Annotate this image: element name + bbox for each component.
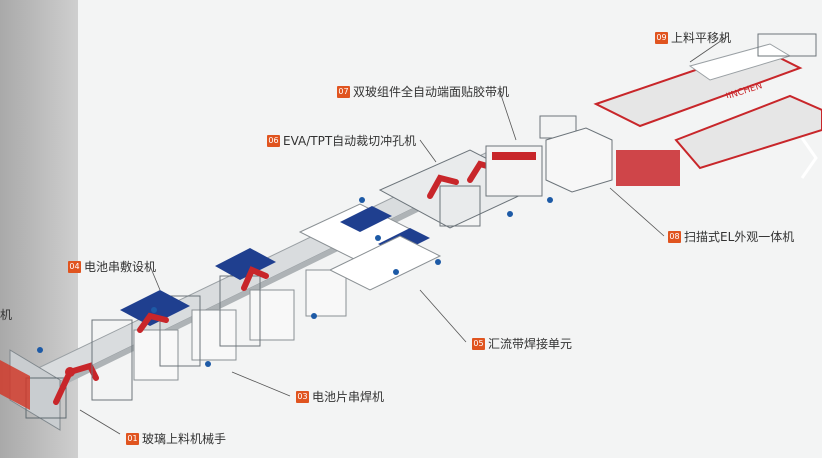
label-04-text: 电池串敷设机	[84, 260, 157, 274]
label-03-text: 电池片串焊机	[312, 390, 385, 404]
el-scanner-machine	[545, 127, 680, 193]
leader-04	[149, 265, 161, 291]
leader-01	[79, 409, 121, 435]
label-05-text: 汇流带焊接单元	[488, 337, 573, 351]
label-08-number: 08	[668, 230, 681, 243]
workers	[37, 197, 553, 367]
leader-lines	[79, 35, 729, 435]
loading-transfer-machine	[593, 33, 822, 170]
edge-taping-machine	[485, 115, 577, 197]
label-09-text: 上料平移机	[671, 31, 732, 45]
label-03-number: 03	[296, 390, 309, 403]
leader-09	[689, 35, 729, 63]
svg-text:JINCHEN: JINCHEN	[724, 81, 764, 98]
label-05-number: 05	[472, 337, 485, 350]
label-06-text: EVA/TPT自动裁切冲孔机	[283, 134, 417, 148]
leader-07	[499, 91, 517, 141]
leader-05	[419, 289, 467, 343]
edge-label-fragment-text: 机	[0, 308, 13, 322]
jinchen-logo: JINCHEN	[724, 81, 764, 98]
label-01-text: 玻璃上料机械手	[142, 432, 227, 446]
leader-08	[609, 187, 665, 237]
busbar-welding-unit	[298, 203, 442, 291]
label-06-number: 06	[267, 134, 280, 147]
label-07-text: 双玻组件全自动端面贴胶带机	[353, 85, 510, 99]
edge-label-fragment: 机	[0, 307, 12, 322]
next-arrow-icon[interactable]	[792, 128, 822, 188]
label-09-number: 09	[655, 31, 668, 44]
label-07-number: 07	[337, 85, 350, 98]
label-04-number: 04	[68, 260, 81, 273]
leader-06	[419, 139, 437, 163]
cell-stringer-machines	[133, 269, 347, 381]
label-01-number: 01	[126, 432, 139, 445]
leader-03	[231, 371, 291, 397]
glass-loading-robot	[0, 349, 99, 431]
label-08-text: 扫描式EL外观一体机	[684, 230, 795, 244]
